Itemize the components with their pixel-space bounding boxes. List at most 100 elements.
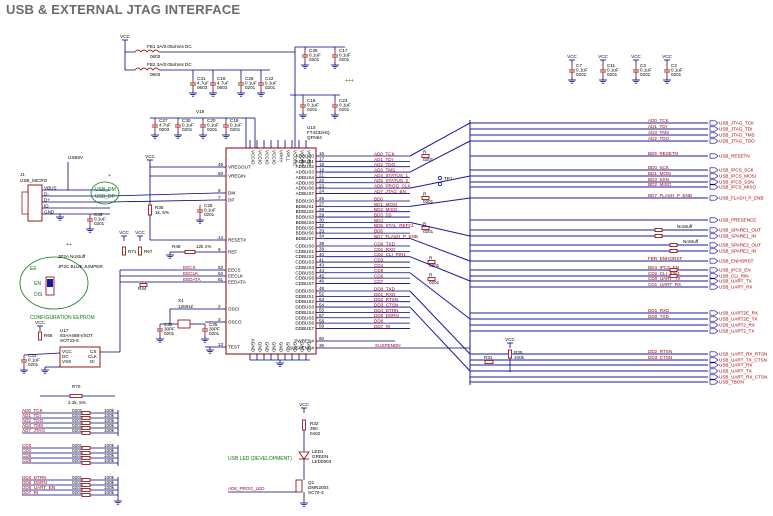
signal-net-label: BD4_IPCS_EN <box>648 265 679 270</box>
eeprom-package: SOT23-6 <box>60 338 79 343</box>
u10-right-pin-name: DDBUS5 <box>295 315 314 320</box>
u10-right-pin-number: 26 <box>319 196 325 201</box>
resistor-package: 0201 <box>423 157 434 162</box>
net-label: DD3_CTSN <box>374 302 398 307</box>
offpage-arrow <box>709 195 719 201</box>
signal-net-label: AD1_TDI <box>648 124 667 129</box>
cap-value: 30PF <box>209 327 220 332</box>
pullup-value: 100k <box>104 448 115 453</box>
signal-net-label: CD2_CLI_RIN1 <box>648 271 680 276</box>
cap-package: 0201 <box>28 362 39 367</box>
ferrite-fb1-label: FB1 3A/0.05ohms DC <box>147 44 192 49</box>
net-label: AD4_STATUS_1 <box>374 173 408 178</box>
net-label: BD2_MISO <box>374 207 398 212</box>
signal-dest-label: USB_SPARE1_OUT <box>719 228 761 233</box>
cap-package: 0201 <box>307 107 318 112</box>
cap-ref: C18 <box>307 98 316 103</box>
vcc-label: VCC <box>662 54 672 59</box>
cap-ref: C19 <box>230 118 239 123</box>
q1-part: DMN2004 <box>308 485 329 490</box>
cap-value: 0.1uF <box>607 68 619 73</box>
q1-package: SC70-3 <box>308 490 324 495</box>
cap-value: 0.1uF <box>671 68 683 73</box>
signal-dest-label: USB_UART_TX <box>719 369 752 374</box>
u10-right-pin-number: 39 <box>319 247 325 252</box>
u10-right-pin-number: 17 <box>319 157 325 162</box>
signal-dest-label: USB_JTAG_TCK <box>719 121 755 126</box>
pullup-package: 0201 <box>72 490 83 495</box>
u10-right-pin-number: 19 <box>319 167 325 172</box>
usb-pin-name: GND <box>44 210 55 215</box>
vcc-label: VCC <box>135 230 145 235</box>
pullup-net-label: CD3 <box>22 443 32 448</box>
offpage-arrow <box>709 179 719 185</box>
pullup-value: 100k <box>104 480 115 485</box>
offpage-arrow <box>709 357 719 363</box>
offpage-arrow <box>709 267 719 273</box>
resistor-ref: R <box>429 256 433 261</box>
r66-ref: R66 <box>44 333 53 338</box>
test-point <box>438 182 442 186</box>
u10-right-pin-number: 43 <box>319 263 325 268</box>
en-label: EN <box>34 281 41 287</box>
resistor <box>81 420 91 425</box>
ferrite-bead <box>134 67 160 71</box>
vcc-label: VCC <box>145 154 155 159</box>
usb-pin-name: D+ <box>44 198 50 203</box>
net-label: BD3_SS <box>374 212 392 217</box>
cap-package: 0201 <box>182 127 193 132</box>
cap-ref: C23 <box>339 98 348 103</box>
fan-wire <box>409 256 471 282</box>
resistor-package: 0201 <box>423 229 434 234</box>
u10-right-pin-number: 48 <box>319 286 325 291</box>
cap-value: 0.1uF <box>576 68 588 73</box>
net-label: CD2_CLI_RIN1 <box>374 252 406 257</box>
eeprom-pin: DI <box>90 359 95 364</box>
pullup-package: 0201 <box>72 413 83 418</box>
u10-top-pin-name: VCORE <box>293 150 298 166</box>
u10-right-pin-name: CDBUS1 <box>295 249 314 254</box>
net-label: AD2_TDO <box>374 162 396 167</box>
u10-right-pin-number: 59 <box>319 324 325 329</box>
u10-right-pin-name: BDBUS3 <box>296 215 315 220</box>
u10-top-pin-name: VCORE <box>307 150 312 166</box>
resistor <box>81 450 91 455</box>
resistor <box>81 415 91 420</box>
signal-dest-label: USB_IPCS_EN <box>719 268 751 273</box>
pullup-net-label: AD2_TDO <box>22 418 44 423</box>
led-dev-label: USB LED (DEVELOPMENT) <box>228 456 292 462</box>
cap-ref: C18 <box>217 76 226 81</box>
vcc-label: VCC <box>120 34 130 39</box>
fan-wire <box>409 175 471 189</box>
signal-dest-label: USB_JTAG_TDI <box>719 127 752 132</box>
signal-dest-label: USB_UART2E_TX <box>719 317 757 322</box>
u10-right-pin-number: 23 <box>319 183 325 188</box>
offpage-arrow <box>709 173 719 179</box>
cap-value: 0.1uF <box>94 217 106 222</box>
crystal-x1 <box>177 319 191 329</box>
offpage-arrow <box>709 362 719 368</box>
resistor <box>81 460 91 465</box>
r32-value: 390 <box>310 426 318 431</box>
signal-dest-label: USB_IPCS_MISO <box>719 185 756 190</box>
led-package: LED0603 <box>312 459 332 464</box>
r70-value: 2.2k, 5% <box>68 400 86 405</box>
signal-dest-label: USB_JTAG_TDO <box>719 139 755 144</box>
pullup-value: 100k <box>104 475 115 480</box>
signal-net-label: BD2_MISO <box>648 182 672 187</box>
cap-ref: C17 <box>339 48 348 53</box>
wire <box>124 45 135 53</box>
pullup-net-label: CD4 <box>22 448 32 453</box>
cap-value: 30PF <box>164 327 175 332</box>
signal-dest-label: USB_RESETN <box>719 154 750 159</box>
signal-net-label: AD2_TDO <box>648 136 670 141</box>
net-label: BD0 <box>374 196 383 201</box>
u10-right-pin-name: ADBUS2 <box>296 164 315 169</box>
offpage-arrow <box>709 351 719 357</box>
u10-left-pin-name: VREGOUT <box>228 165 251 170</box>
test-point <box>438 176 442 180</box>
resistor <box>654 233 663 238</box>
u10-right-pin-number: 27 <box>319 202 325 207</box>
net-label: BD7_FLASH_P_ENB <box>374 234 418 239</box>
cap-value: 0.1uF <box>245 81 257 86</box>
